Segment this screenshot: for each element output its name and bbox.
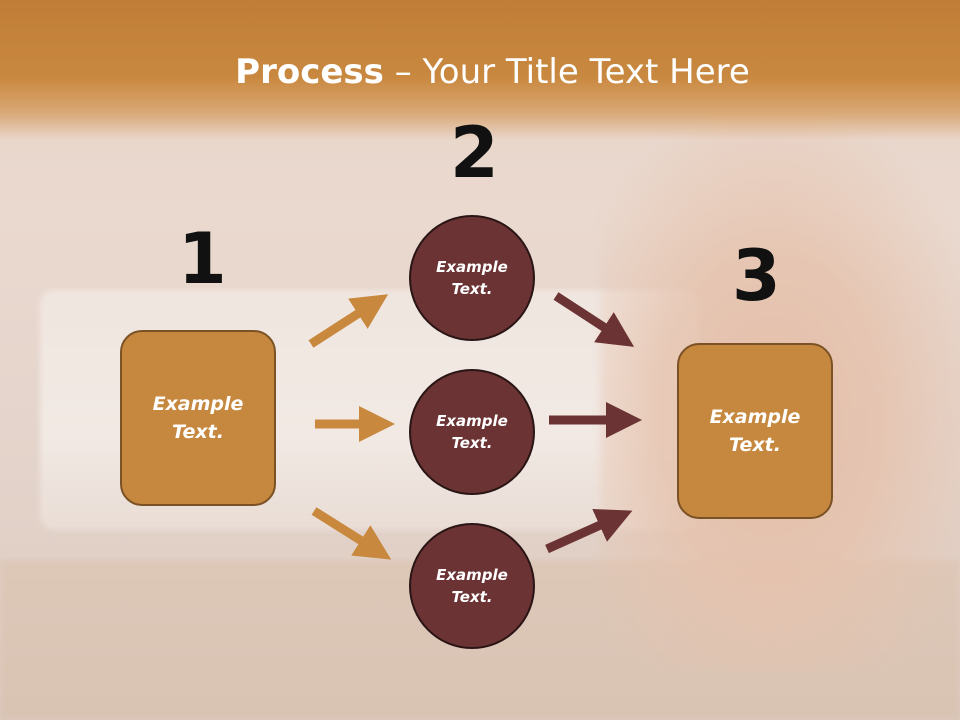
step-circle-3-label: Example Text. <box>436 565 508 607</box>
step-circle-1-label: Example Text. <box>436 257 508 299</box>
slide-title: Process – Your Title Text Here <box>0 52 960 92</box>
step-number-3: 3 <box>732 235 781 317</box>
step-circle-3: Example Text. <box>409 523 535 649</box>
title-bold: Process <box>235 52 384 92</box>
step-box-1: Example Text. <box>120 330 276 506</box>
title-rest: Your Title Text Here <box>422 52 750 92</box>
arrow-circle3-to-box3 <box>545 508 633 554</box>
header-band <box>0 0 960 140</box>
arrow-circle1-to-box3 <box>553 292 635 347</box>
arrow-box1-to-circle3 <box>311 507 392 560</box>
step-box-3: Example Text. <box>677 343 833 519</box>
step-box-1-label: Example Text. <box>152 392 244 444</box>
arrow-box1-to-circle1 <box>308 294 389 348</box>
step-circle-2-label: Example Text. <box>436 411 508 453</box>
step-number-1: 1 <box>178 218 227 300</box>
step-circle-1: Example Text. <box>409 215 535 341</box>
step-number-2: 2 <box>450 112 499 194</box>
step-box-3-label: Example Text. <box>709 405 801 457</box>
title-separator: – <box>383 52 423 92</box>
step-circle-2: Example Text. <box>409 369 535 495</box>
